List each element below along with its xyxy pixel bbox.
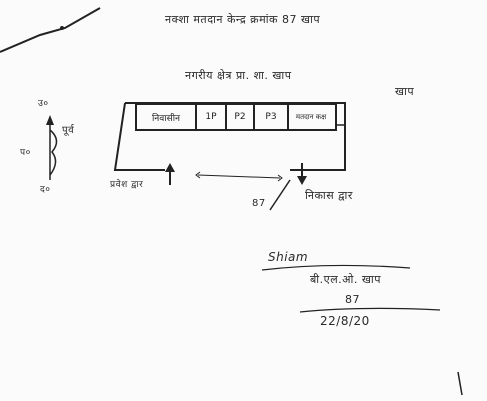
entry-label: प्रवेश द्वार [110,180,144,190]
blo-designation: बी.एल.ओ. खाप [310,273,382,286]
map-title: नक्शा मतदान केन्द्र क्रमांक 87 खाप [165,13,321,26]
exit-arrowhead [297,176,307,185]
room-cell-voting: मतदान कक्ष [295,112,327,121]
booth-number: 87 [345,293,360,306]
edge-mark [457,371,463,396]
corner-stroke [0,7,101,53]
exit-label: निकास द्वार [305,189,353,202]
path-arrow-right [277,174,283,182]
compass-north: उ० [38,99,49,109]
signature: Shiam [268,250,309,264]
path-arrow-left [195,171,201,179]
exit-pointer [269,179,291,211]
signature-date: 22/8/20 [320,314,370,328]
room-row: निवासीन 1P P2 P3 मतदान कक्ष [135,103,337,131]
corner-dot [60,26,64,30]
compass-west: प० [20,148,31,158]
sig-underline-1 [261,264,411,271]
path-line [197,174,281,179]
entry-arrowhead [165,163,175,172]
building-left-wall [113,102,165,171]
school-place: खाप [395,85,415,98]
sig-underline-2 [299,307,441,313]
side-number: 87 [252,198,266,209]
compass-curve [49,129,58,176]
room-cell: P3 [255,105,289,129]
compass-east: पूर्व [62,125,75,136]
school-name: नगरीय क्षेत्र प्रा. शा. खाप [185,69,292,82]
room-cell: P2 [227,105,255,129]
room-cell: 1P [197,105,227,129]
room-cell: निवासीन [137,105,197,129]
compass-south: द० [40,185,51,195]
